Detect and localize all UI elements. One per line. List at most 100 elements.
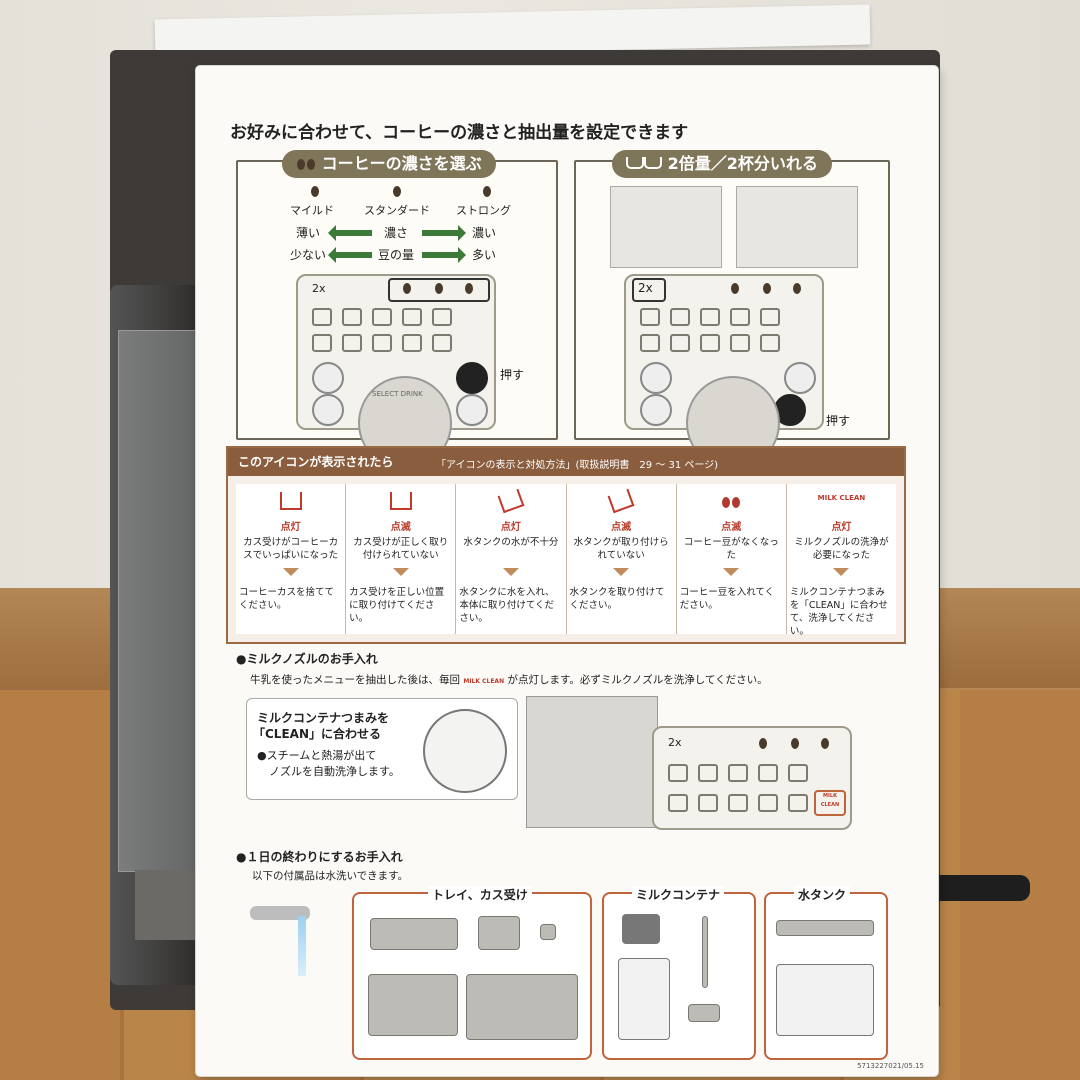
row2-right: 多い [472, 248, 497, 262]
drink-icon [728, 794, 748, 812]
drink-icon [432, 334, 452, 352]
single-cup-illustration [610, 186, 722, 268]
drink-icon [670, 334, 690, 352]
milk-lid-part [622, 914, 660, 944]
drink-icon [372, 334, 392, 352]
tray-cover-part [370, 918, 458, 950]
drink-icon [342, 308, 362, 326]
grounds-container-blink-icon [389, 492, 412, 510]
arrow-right-icon [422, 225, 466, 241]
warning-cell: 点滅 水タンクが取り付けられていない 水タンクを取り付けてください。 [565, 484, 676, 634]
drink-icon [700, 308, 720, 326]
milk-tube-part [702, 916, 708, 988]
double-panel-title: 2倍量／2杯分いれる [612, 150, 832, 178]
row1-left: 薄い [296, 226, 321, 240]
bean-icon [791, 738, 799, 749]
milk-jug-part [618, 958, 670, 1040]
down-triangle-icon [723, 568, 740, 584]
double-panel: 2倍量／2杯分いれる 2x 押す [574, 150, 890, 470]
control-panel-illustration-3: 2x MILK CLEAN [652, 726, 852, 830]
drink-icon [342, 334, 362, 352]
faucet-illustration [240, 906, 336, 996]
drip-tray-part [466, 974, 578, 1040]
down-triangle-icon [502, 568, 519, 584]
group-milk-container: ミルクコンテナ [602, 886, 756, 1060]
bean-icon [763, 283, 771, 294]
drink-icon [668, 764, 688, 782]
milk-instruction-box: ミルクコンテナつまみを 「CLEAN」に合わせる ●スチームと熱湯が出て ノズル… [246, 698, 518, 800]
drink-icon [312, 308, 332, 326]
down-triangle-icon [282, 568, 299, 584]
arrow-right-icon [422, 247, 466, 263]
coffee-machine-side [110, 285, 200, 985]
group-water-tank: 水タンク [764, 886, 888, 1060]
level-mild: マイルド [290, 204, 334, 217]
daily-section-text: 以下の付属品は水洗いできます。 [252, 870, 409, 882]
warning-cell: 点灯 水タンクの水が不十分 水タンクに水を入れ、本体に取り付けてください。 [455, 484, 566, 634]
menu-button-icon [312, 394, 344, 426]
instruction-card: お好みに合わせて、コーヒーの濃さと抽出量を設定できます コーヒーの濃さを選ぶ マ… [196, 66, 938, 1076]
drink-icon [728, 764, 748, 782]
tray-part [368, 974, 458, 1036]
bean-icon [821, 738, 829, 749]
menu-button-icon [640, 394, 672, 426]
warning-title: このアイコンが表示されたら [238, 455, 394, 469]
drink-icon [760, 334, 780, 352]
cup-icon [626, 157, 644, 169]
control-panel-illustration: 2x SELECT DRINK [296, 274, 496, 470]
machine-illustration [526, 696, 658, 828]
drink-icon [402, 334, 422, 352]
drink-icon [372, 308, 392, 326]
dial-text: SELECT DRINK [372, 390, 423, 398]
drink-icon [758, 794, 778, 812]
drink-icon [730, 308, 750, 326]
drink-icon [730, 334, 750, 352]
grounds-container-part [478, 916, 520, 950]
two-x-highlight [632, 278, 666, 302]
warning-header: このアイコンが表示されたら 「アイコンの表示と対処方法」(取扱説明書 29 ～ … [228, 448, 904, 476]
power-button-icon [312, 362, 344, 394]
double-cup-illustration [736, 186, 858, 268]
group-tray-grounds: トレイ、カス受け [352, 886, 592, 1060]
headline: お好みに合わせて、コーヒーの濃さと抽出量を設定できます [230, 123, 689, 143]
power-button-icon [640, 362, 672, 394]
down-triangle-icon [833, 568, 850, 584]
warning-cell: 点滅 カス受けが正しく取り付けられていない カス受けを正しい位置に取り付けてくだ… [345, 484, 456, 634]
bean-icon [793, 283, 801, 294]
arrow-left-icon [328, 225, 372, 241]
row1-right: 濃い [472, 226, 497, 240]
milk-section-title: ●ミルクノズルのお手入れ [236, 652, 378, 666]
control-panel-illustration-2: 2x [624, 274, 824, 470]
grounds-container-icon [279, 492, 302, 510]
drink-icon [760, 308, 780, 326]
drink-icon [640, 334, 660, 352]
aroma-button-icon [784, 362, 816, 394]
press-label: 押す [500, 368, 525, 382]
arrow-left-icon [328, 247, 372, 263]
milk-clean-button: MILK CLEAN [814, 790, 846, 816]
down-triangle-icon [613, 568, 630, 584]
drink-icon [788, 794, 808, 812]
drink-icon [432, 308, 452, 326]
bean-icon-strong [483, 186, 491, 197]
small-part [540, 924, 556, 940]
bean-icon [435, 283, 443, 294]
drink-icon [312, 334, 332, 352]
warning-cell: MILK CLEAN 点灯 ミルクノズルの洗浄が必要になった ミルクコンテナつま… [785, 484, 897, 637]
warning-grid: 点灯 カス受けがコーヒーカスでいっぱいになった コーヒーカスを捨ててください。 … [236, 484, 897, 637]
drink-icon [670, 308, 690, 326]
aroma-button-icon [456, 362, 488, 394]
warning-cell: 点滅 コーヒー豆がなくなった コーヒー豆を入れてください。 [675, 484, 786, 634]
daily-section-title: ●１日の終わりにするお手入れ [236, 850, 403, 864]
milk-clean-icon: MILK CLEAN [817, 494, 866, 502]
strength-panel: コーヒーの濃さを選ぶ マイルド スタンダード ストロング 薄い 濃さ 濃い 少な… [236, 150, 558, 470]
drink-icon [402, 308, 422, 326]
water-tank-blink-icon [607, 488, 635, 514]
row1-mid: 濃さ [384, 226, 409, 240]
milk-knob-dial [423, 709, 507, 793]
bean-icon [307, 159, 315, 170]
nozzle-part [688, 1004, 720, 1022]
bean-icon-standard [393, 186, 401, 197]
two-x-label: 2x [638, 281, 653, 295]
water-tank-icon [497, 488, 525, 514]
